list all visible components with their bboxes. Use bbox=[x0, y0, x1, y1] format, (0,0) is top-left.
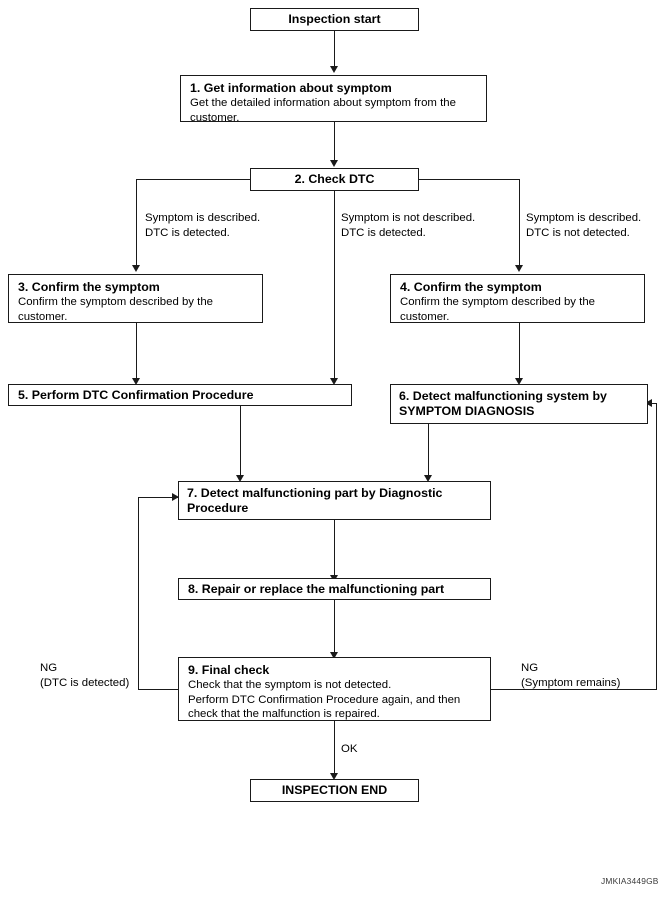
connector-step8-to-step9 bbox=[334, 600, 336, 655]
connector-ng-right-horizontal-in bbox=[648, 403, 657, 405]
connector-step6-to-step7 bbox=[428, 424, 430, 478]
figure-code: JMKIA3449GB bbox=[601, 876, 659, 886]
connector-ng-right-vertical bbox=[656, 403, 658, 690]
connector-step2-branch-middle-vertical bbox=[334, 191, 336, 381]
edge-label-branch-right: Symptom is described. DTC is not detecte… bbox=[526, 212, 642, 239]
connector-ng-left-horizontal-out bbox=[138, 689, 179, 691]
node-step-7: 7. Detect malfunctioning part by Diagnos… bbox=[178, 481, 491, 520]
arrowhead-step2-to-step4 bbox=[515, 265, 523, 272]
connector-step9-to-end bbox=[334, 721, 336, 776]
edge-label-branch-middle: Symptom is not described. DTC is detecte… bbox=[341, 212, 476, 239]
connector-step5-to-step7 bbox=[240, 406, 242, 478]
node-inspection-end-title: INSPECTION END bbox=[281, 783, 388, 797]
connector-start-to-step1 bbox=[334, 31, 336, 68]
node-step-6-title: 6. Detect malfunctioning system by SYMPT… bbox=[399, 389, 607, 418]
connector-step2-branch-left-vertical bbox=[136, 179, 138, 267]
node-step-9-body: Check that the symptom is not detected. … bbox=[188, 679, 461, 721]
arrowhead-step3-to-step5 bbox=[132, 378, 140, 385]
arrowhead-step5-to-step7 bbox=[236, 475, 244, 482]
node-step-8: 8. Repair or replace the malfunctioning … bbox=[178, 578, 491, 600]
node-step-2-title: 2. Check DTC bbox=[294, 172, 375, 186]
node-step-4: 4. Confirm the symptom Confirm the sympt… bbox=[390, 274, 645, 323]
node-step-5: 5. Perform DTC Confirmation Procedure bbox=[8, 384, 352, 406]
node-inspection-start: Inspection start bbox=[250, 8, 419, 31]
arrowhead-step9-to-end bbox=[330, 773, 338, 780]
connector-step7-to-step8 bbox=[334, 520, 336, 578]
arrowhead-step4-to-step6 bbox=[515, 378, 523, 385]
edge-label-ng-right: NG (Symptom remains) bbox=[521, 662, 621, 689]
arrowhead-ng-right-to-step6 bbox=[645, 399, 652, 407]
node-step-1-body: Get the detailed information about sympt… bbox=[190, 97, 456, 124]
node-step-7-title: 7. Detect malfunctioning part by Diagnos… bbox=[187, 486, 443, 515]
arrowhead-ng-left-to-step7 bbox=[172, 493, 179, 501]
node-step-5-title: 5. Perform DTC Confirmation Procedure bbox=[18, 387, 254, 402]
node-step-4-body: Confirm the symptom described by the cus… bbox=[400, 296, 595, 323]
node-step-9: 9. Final check Check that the symptom is… bbox=[178, 657, 491, 721]
edge-label-ok: OK bbox=[341, 743, 358, 755]
node-step-1-title: 1. Get information about symptom bbox=[190, 81, 392, 95]
connector-step3-to-step5 bbox=[136, 323, 138, 381]
arrowhead-step8-to-step9 bbox=[330, 652, 338, 659]
edge-label-branch-left: Symptom is described. DTC is detected. bbox=[145, 212, 261, 239]
connector-step4-to-step6 bbox=[519, 323, 521, 381]
node-step-6: 6. Detect malfunctioning system by SYMPT… bbox=[390, 384, 648, 424]
node-inspection-start-title: Inspection start bbox=[288, 12, 381, 26]
arrowhead-step2-to-step5 bbox=[330, 378, 338, 385]
connector-ng-left-vertical bbox=[138, 497, 140, 690]
connector-step2-branch-left-horizontal bbox=[136, 179, 251, 181]
connector-step2-branch-right-horizontal bbox=[419, 179, 520, 181]
node-inspection-end: INSPECTION END bbox=[250, 779, 419, 802]
node-step-3-title: 3. Confirm the symptom bbox=[18, 280, 160, 294]
connector-ng-right-horizontal-out bbox=[491, 689, 657, 691]
arrowhead-step6-to-step7 bbox=[424, 475, 432, 482]
arrowhead-start-to-step1 bbox=[330, 66, 338, 73]
node-step-8-title: 8. Repair or replace the malfunctioning … bbox=[188, 581, 445, 596]
node-step-2: 2. Check DTC bbox=[250, 168, 419, 191]
node-step-3-body: Confirm the symptom described by the cus… bbox=[18, 296, 213, 323]
connector-step2-branch-right-vertical bbox=[519, 179, 521, 267]
connector-ng-left-horizontal-in bbox=[138, 497, 179, 499]
arrowhead-step1-to-step2 bbox=[330, 160, 338, 167]
node-step-9-title: 9. Final check bbox=[188, 663, 270, 677]
connector-step1-to-step2 bbox=[334, 122, 336, 162]
node-step-4-title: 4. Confirm the symptom bbox=[400, 280, 542, 294]
node-step-1: 1. Get information about symptom Get the… bbox=[180, 75, 487, 124]
node-step-3: 3. Confirm the symptom Confirm the sympt… bbox=[8, 274, 263, 323]
arrowhead-step2-to-step3 bbox=[132, 265, 140, 272]
edge-label-ng-left: NG (DTC is detected) bbox=[40, 662, 130, 689]
